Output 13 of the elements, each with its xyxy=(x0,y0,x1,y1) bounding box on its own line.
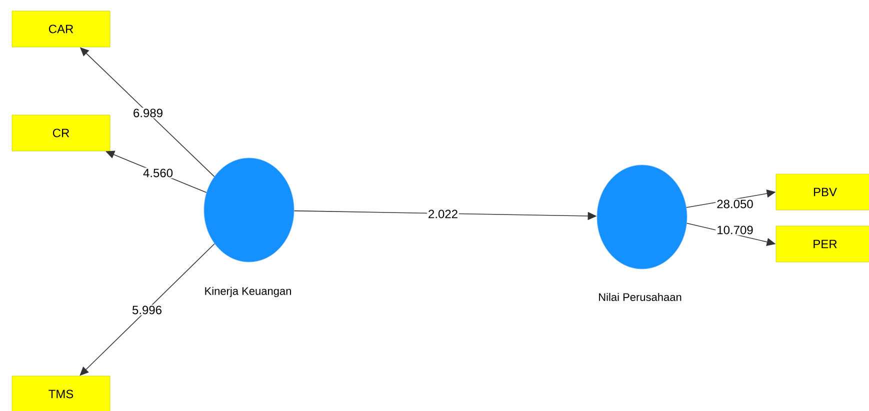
construct-label: Nilai Perusahaan xyxy=(599,292,682,302)
indicator-box: CAR xyxy=(12,10,110,48)
edge-label: 4.560 xyxy=(142,168,174,178)
construct-label: Kinerja Keuangan xyxy=(205,286,291,298)
edge-label: 2.022 xyxy=(427,208,460,220)
indicator-box: CR xyxy=(12,114,110,152)
indicator-box: TMS xyxy=(12,376,110,411)
edge-label: 10.709 xyxy=(716,224,754,236)
edge-label: 6.989 xyxy=(132,108,164,118)
indicator-box: PBV xyxy=(776,174,869,210)
indicator-box: PER xyxy=(776,226,869,262)
edge-label: 28.050 xyxy=(716,198,754,210)
edge-label: 5.996 xyxy=(131,304,164,316)
